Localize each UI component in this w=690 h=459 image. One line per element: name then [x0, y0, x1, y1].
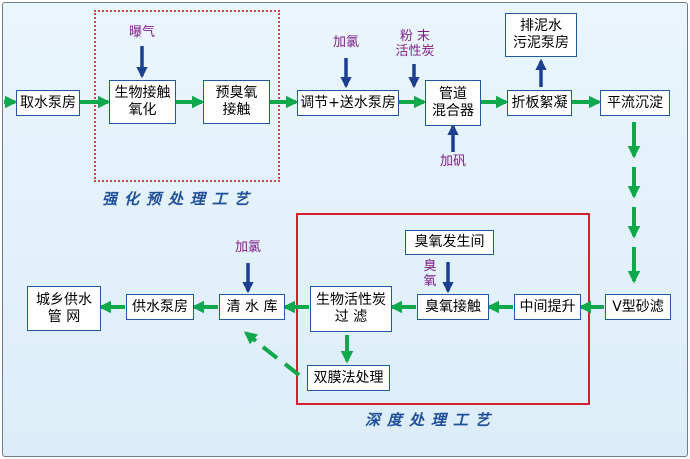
- flow-arrow: [283, 362, 301, 377]
- urban-rural-supply-network: 城乡供水 管 网: [27, 286, 101, 331]
- pre-ozone-contact: 预臭氧 接触: [203, 80, 270, 124]
- ozone-contact: 臭氧接触: [417, 294, 489, 320]
- powdered-activated-carbon-label: 粉 末 活性炭: [395, 29, 435, 59]
- adjust-pump-station: 调节+送水泵房: [297, 90, 399, 116]
- intake-pump-station: 取水泵房: [16, 90, 80, 116]
- chlorine-label-bottom: 加氯: [234, 240, 261, 255]
- chlorine-label-top: 加氯: [332, 35, 359, 50]
- pipe-mixer: 管道 混合器: [425, 80, 481, 126]
- bio-contact-oxidation: 生物接触 氧化: [109, 80, 176, 124]
- pretreatment-region: [94, 10, 280, 182]
- folded-plate-flocculation: 折板絮凝: [507, 90, 572, 116]
- pretreatment-title: 强化预处理工艺: [102, 190, 257, 208]
- supply-pump-station: 供水泵房: [126, 294, 194, 320]
- ozone-label: 臭 氧: [423, 259, 437, 289]
- horizontal-sedimentation: 平流沉淀: [600, 90, 670, 116]
- bac-filtration: 生物活性炭 过 滤: [310, 286, 392, 332]
- clear-water-tank: 清 水 库: [219, 294, 285, 320]
- aeration-label: 曝气: [128, 25, 155, 40]
- alum-label: 加矾: [439, 154, 466, 169]
- ozone-generator-room: 臭氧发生间: [405, 230, 494, 255]
- intermediate-lift: 中间提升: [514, 294, 581, 320]
- flow-arrow: [261, 345, 279, 360]
- dual-membrane-treatment: 双膜法处理: [307, 365, 390, 391]
- v-type-sand-filter: V型砂滤: [605, 294, 671, 320]
- sludge-pump-station: 排泥水 污泥泵房: [505, 13, 577, 57]
- advanced-treatment-title: 深度处理工艺: [365, 411, 498, 429]
- flow-arrow: [244, 331, 258, 345]
